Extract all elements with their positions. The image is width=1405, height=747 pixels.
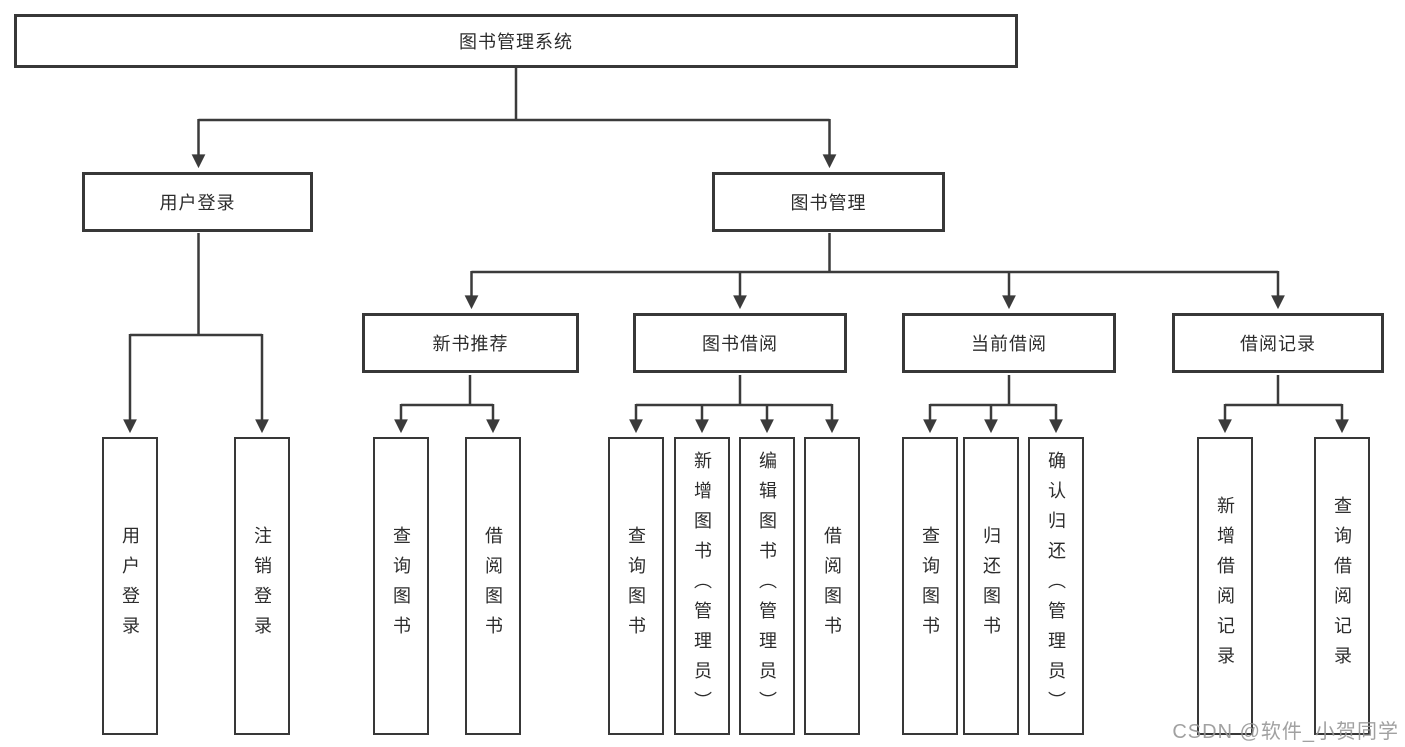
node-borrowing-records: 借阅记录: [1172, 313, 1384, 373]
leaf-label: 借阅图书: [822, 526, 842, 646]
leaf-label: 新增图书（管理员）: [692, 451, 712, 721]
leaf-logout: 注销登录: [234, 437, 290, 735]
leaf-borrow-books-recommend: 借阅图书: [465, 437, 521, 735]
node-user-login: 用户登录: [82, 172, 313, 232]
leaf-label: 查询图书: [391, 526, 411, 646]
leaf-return-books: 归还图书: [963, 437, 1019, 735]
leaf-label: 查询借阅记录: [1332, 496, 1352, 676]
leaf-borrow-books: 借阅图书: [804, 437, 860, 735]
leaf-query-books-current: 查询图书: [902, 437, 958, 735]
leaf-label: 借阅图书: [483, 526, 503, 646]
node-current-borrowing: 当前借阅: [902, 313, 1116, 373]
leaf-confirm-return-admin: 确认归还（管理员）: [1028, 437, 1084, 735]
leaf-label: 查询图书: [626, 526, 646, 646]
leaf-label: 用户登录: [120, 526, 140, 646]
csdn-watermark: CSDN @软件_小贺同学: [1172, 721, 1399, 743]
leaf-query-books-borrowing: 查询图书: [608, 437, 664, 735]
leaf-label: 新增借阅记录: [1215, 496, 1235, 676]
leaf-label: 归还图书: [981, 526, 1001, 646]
node-library-management-system: 图书管理系统: [14, 14, 1018, 68]
node-book-borrowing: 图书借阅: [633, 313, 847, 373]
leaf-label: 注销登录: [252, 526, 272, 646]
node-new-book-recommend: 新书推荐: [362, 313, 579, 373]
leaf-query-borrow-record: 查询借阅记录: [1314, 437, 1370, 735]
leaf-label: 确认归还（管理员）: [1046, 451, 1066, 721]
leaf-add-books-admin: 新增图书（管理员）: [674, 437, 730, 735]
leaf-edit-books-admin: 编辑图书（管理员）: [739, 437, 795, 735]
leaf-user-login: 用户登录: [102, 437, 158, 735]
leaf-label: 查询图书: [920, 526, 940, 646]
node-book-management: 图书管理: [712, 172, 945, 232]
leaf-query-books-recommend: 查询图书: [373, 437, 429, 735]
leaf-add-borrow-record: 新增借阅记录: [1197, 437, 1253, 735]
leaf-label: 编辑图书（管理员）: [757, 451, 777, 721]
